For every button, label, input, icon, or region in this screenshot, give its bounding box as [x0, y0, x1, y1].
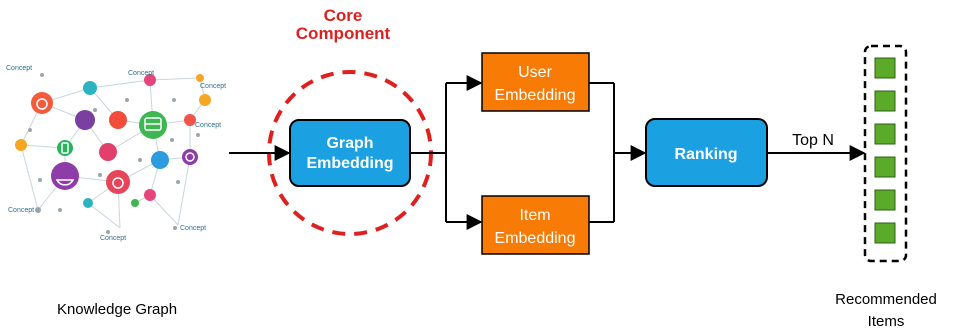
concept-label: Concept — [8, 207, 34, 214]
concept-node-bottom-left — [35, 207, 41, 213]
item-embedding-box — [481, 195, 590, 255]
concept-node-watermelon — [51, 162, 79, 190]
concept-node-cyan — [83, 81, 97, 95]
concept-node-ball — [182, 149, 198, 165]
concept-label: Concept — [195, 122, 221, 129]
graph-embedding-label-line1: Graph — [326, 135, 373, 152]
core-component-title-line2: Component — [296, 24, 391, 43]
concept-node-apple — [31, 92, 53, 114]
concept-node-pink — [144, 74, 156, 86]
concept-node-cow — [106, 170, 130, 194]
user-embedding-box — [481, 52, 590, 112]
recommended-item — [874, 123, 896, 145]
concept-label: Concept — [200, 83, 226, 90]
concept-node-pig — [184, 114, 196, 126]
graph-small-nodes — [28, 73, 200, 234]
recommended-items-list — [874, 57, 896, 244]
concept-node-bus — [139, 111, 167, 139]
concept-node-orange — [199, 94, 211, 106]
merge-connectors — [589, 82, 615, 223]
recommended-item — [874, 57, 896, 79]
graph-embedding-label-line2: Embedding — [306, 155, 393, 172]
concept-label: Concept — [6, 65, 32, 72]
split-connectors — [410, 83, 447, 222]
recommended-items-label-line2: Items — [868, 313, 905, 330]
concept-node-orange-small — [196, 74, 204, 82]
item-embedding-label-line1: Item — [519, 207, 550, 224]
concept-label: Concept — [128, 70, 154, 77]
recommended-items-container — [863, 44, 908, 263]
concept-node-heart — [144, 189, 156, 201]
concept-node-medicine — [151, 151, 169, 169]
concept-label: Concept — [100, 235, 126, 242]
ranking-label: Ranking — [674, 146, 737, 163]
recommended-items-label-line1: Recommended — [835, 291, 937, 308]
user-embedding-label-line2: Embedding — [495, 87, 576, 104]
top-n-label: Top N — [792, 132, 834, 149]
concept-node-red — [109, 111, 127, 129]
knowledge-graph-illustration: Concept Concept Concept Concept Concept … — [6, 65, 226, 242]
core-component-title-line1: Core — [324, 6, 363, 25]
concept-labels: Concept Concept Concept Concept Concept … — [6, 65, 226, 242]
item-embedding-label-line2: Embedding — [495, 230, 576, 247]
recommended-item — [874, 90, 896, 112]
concept-node-dog — [99, 143, 117, 161]
concept-glyphs — [36, 98, 195, 189]
concept-label: Concept — [180, 225, 206, 232]
recommended-item — [874, 156, 896, 178]
recommended-item — [874, 222, 896, 244]
graph-embedding-box — [289, 119, 411, 187]
concept-node-green — [131, 199, 139, 207]
recommended-item — [874, 189, 896, 211]
concept-node-food — [75, 110, 95, 130]
user-embedding-label-line1: User — [518, 64, 552, 81]
concept-node-left — [15, 139, 27, 151]
concept-node-phone — [57, 140, 73, 156]
concept-node-fish — [83, 198, 93, 208]
knowledge-graph-label: Knowledge Graph — [57, 301, 177, 318]
